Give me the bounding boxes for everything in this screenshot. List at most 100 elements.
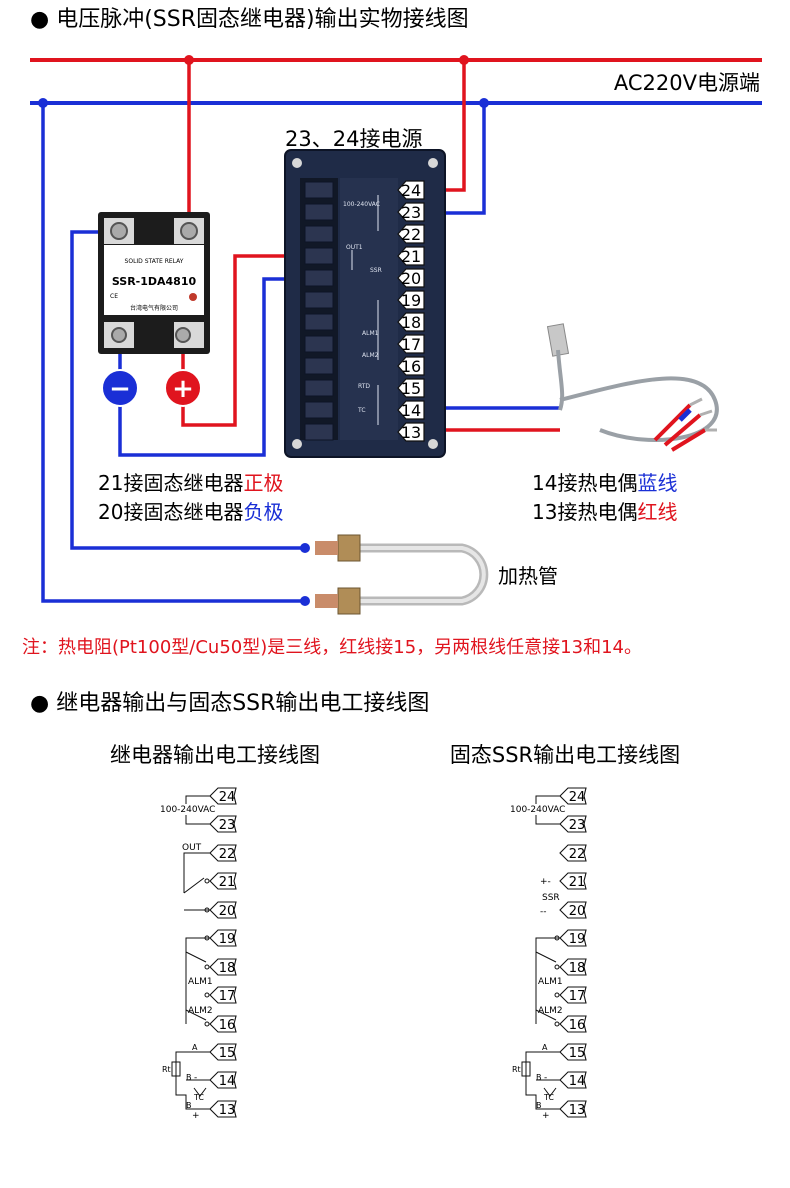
terminal-number: 16 <box>401 357 421 376</box>
section2-title: ● 继电器输出与固态SSR输出电工接线图 <box>30 691 429 716</box>
rtd-note: 注：热电阻(Pt100型/Cu50型)是三线，红线接15，另两根线任意接13和1… <box>22 637 642 658</box>
terminal-13: 13 <box>397 422 425 442</box>
terminal-slot <box>304 401 334 419</box>
tc-minus-label: - <box>544 1073 547 1083</box>
terminal-21: 21 <box>397 246 425 266</box>
schematic-terminal-number: 14 <box>569 1074 586 1089</box>
panel-ssr-label: SSR <box>370 267 382 274</box>
schematic-terminal-number: 23 <box>219 818 236 833</box>
tc-note-line1: 14接热电偶蓝线 <box>532 471 677 495</box>
terminal-22: 22 <box>397 224 425 244</box>
terminal-number: 19 <box>401 291 421 310</box>
ssr-schematic: 131415161718192021222324100-240VAC+-SSR-… <box>510 787 587 1121</box>
rtd-b2-label: B <box>536 1101 542 1110</box>
terminal-number: 15 <box>401 379 421 398</box>
rtd-label: Rt <box>162 1065 171 1074</box>
ssr-plus-marker <box>164 369 202 407</box>
terminal-number: 17 <box>401 335 421 354</box>
vac-label: 100-240VAC <box>160 805 215 815</box>
ssr-minus-marker <box>101 369 139 407</box>
rtd-a-label: A <box>192 1043 198 1052</box>
relay-diagram-title: 继电器输出电工接线图 <box>110 743 320 767</box>
terminal-number: 18 <box>401 313 421 332</box>
schematic-terminal-14: 14 <box>209 1071 237 1089</box>
schematic-terminal-number: 17 <box>219 989 236 1004</box>
terminal-18: 18 <box>397 312 425 332</box>
ssr-minus-label: -- <box>540 907 547 917</box>
schematic-terminal-19: 19 <box>209 929 237 947</box>
ssr-load-terminal <box>110 222 128 240</box>
schematic-terminal-number: 19 <box>569 932 586 947</box>
ssr-brand: SOLID STATE RELAY <box>125 258 184 265</box>
terminal-17: 17 <box>397 334 425 354</box>
schematic-terminal-17: 17 <box>209 986 237 1004</box>
schematic-terminal-number: 18 <box>219 961 236 976</box>
rtd-b-label: B <box>536 1073 542 1082</box>
tc-plus-label: + <box>192 1111 200 1121</box>
schematic-terminal-13: 13 <box>209 1100 237 1118</box>
schematic-terminal-number: 13 <box>219 1103 236 1118</box>
ssr-note-line1: 21接固态继电器正极 <box>98 471 283 495</box>
terminal-number: 21 <box>401 247 421 266</box>
schematic-terminal-24: 24 <box>559 787 587 805</box>
heater-tube <box>315 534 489 615</box>
schematic-terminal-20: 20 <box>209 901 237 919</box>
rtd-a-label: A <box>542 1043 548 1052</box>
schematic-terminal-number: 19 <box>219 932 236 947</box>
schematic-terminal-13: 13 <box>559 1100 587 1118</box>
schematic-terminal-15: 15 <box>559 1043 587 1061</box>
alm1-label: ALM1 <box>538 977 563 987</box>
terminal-23: 23 <box>397 202 425 222</box>
ssr-control-terminal <box>175 327 191 343</box>
out-label: OUT <box>182 843 202 853</box>
power-terminal-label: 23、24接电源 <box>285 127 422 151</box>
schematic-terminal-23: 23 <box>559 815 587 833</box>
terminal-slot <box>304 423 334 441</box>
schematic-terminal-number: 16 <box>219 1018 236 1033</box>
terminal-number: 22 <box>401 225 421 244</box>
terminal-19: 19 <box>397 290 425 310</box>
alm2-label: ALM2 <box>188 1006 213 1016</box>
terminal-20: 20 <box>397 268 425 288</box>
terminal-number: 14 <box>401 401 421 420</box>
schematic-terminal-21: 21 <box>559 872 587 890</box>
panel-tc-label: TC <box>357 407 366 414</box>
neutral-to-heater-wire <box>41 103 305 603</box>
terminal-24: 24 <box>397 180 425 200</box>
terminal-slot <box>304 379 334 397</box>
schematic-terminal-number: 16 <box>569 1018 586 1033</box>
panel-rtd-label: RTD <box>358 383 370 390</box>
schematic-terminal-24: 24 <box>209 787 237 805</box>
terminal-slot <box>304 225 334 243</box>
panel-alm2-label: ALM2 <box>362 352 379 359</box>
terminal-slot <box>304 313 334 331</box>
ssr-plus-label: +- <box>540 877 551 887</box>
terminal-slot <box>304 269 334 287</box>
heater-label: 加热管 <box>498 564 558 588</box>
alm2-label: ALM2 <box>538 1006 563 1016</box>
schematic-terminal-18: 18 <box>209 958 237 976</box>
schematic-terminal-number: 20 <box>569 904 586 919</box>
ssr-minus-sign: − <box>109 374 131 404</box>
schematic-terminal-20: 20 <box>559 901 587 919</box>
ssr-control-terminal <box>111 327 127 343</box>
vac-label: 100-240VAC <box>510 805 565 815</box>
terminal-slot <box>304 203 334 221</box>
schematic-terminal-18: 18 <box>559 958 587 976</box>
temperature-controller: 100-240VAC OUT1 SSR ALM1 ALM2 RTD TC 242… <box>284 149 446 458</box>
terminal-number: 23 <box>401 203 421 222</box>
terminal-number: 24 <box>401 181 421 200</box>
schematic-terminal-23: 23 <box>209 815 237 833</box>
schematic-terminal-number: 24 <box>569 790 586 805</box>
terminal-slot <box>304 357 334 375</box>
schematic-terminal-17: 17 <box>559 986 587 1004</box>
tc-label: TC <box>543 1093 554 1102</box>
terminal-number: 13 <box>401 423 421 442</box>
schematic-terminal-14: 14 <box>559 1071 587 1089</box>
ac-power-label: AC220V电源端 <box>614 71 760 95</box>
terminal-14: 14 <box>397 400 425 420</box>
panel-out1-label: OUT1 <box>346 244 363 251</box>
ssr-ce: CE <box>110 293 118 300</box>
schematic-terminal-number: 24 <box>219 790 236 805</box>
